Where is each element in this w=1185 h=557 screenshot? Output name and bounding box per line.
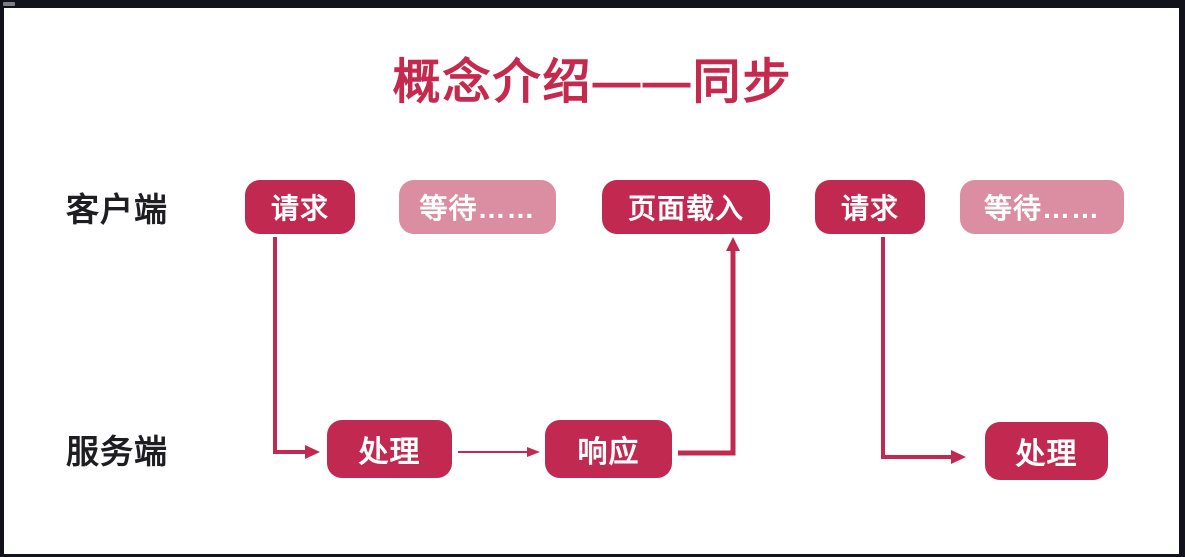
row-label-server: 服务端 [66, 433, 168, 470]
arrow-response-to-pageload [678, 250, 736, 456]
arrow-request1-to-process1 [273, 237, 306, 454]
frame-edge-top [0, 0, 1185, 8]
page-title: 概念介绍——同步 [392, 56, 793, 109]
arrowhead-response-to-pageload [726, 237, 740, 251]
arrowhead-request1-to-process1 [305, 445, 320, 459]
row-label-client: 客户端 [66, 191, 168, 228]
frame-edge-left [0, 0, 4, 557]
frame-corner-artifact [3, 2, 15, 6]
node-process-2: 处理 [985, 422, 1108, 480]
node-request-1: 请求 [245, 180, 355, 234]
frame-edge-right [1179, 0, 1185, 557]
frame-edge-bottom [0, 554, 1185, 557]
node-wait-2: 等待…… [960, 180, 1124, 234]
arrow-request2-to-process2 [881, 237, 952, 459]
node-request-2: 请求 [815, 180, 925, 234]
arrowhead-request2-to-process2 [951, 450, 966, 464]
node-wait-1: 等待…… [399, 180, 556, 234]
node-response: 响应 [545, 420, 672, 478]
arrowhead-process1-to-response [527, 447, 540, 457]
node-process-1: 处理 [327, 420, 452, 478]
node-page-load: 页面载入 [602, 180, 770, 234]
